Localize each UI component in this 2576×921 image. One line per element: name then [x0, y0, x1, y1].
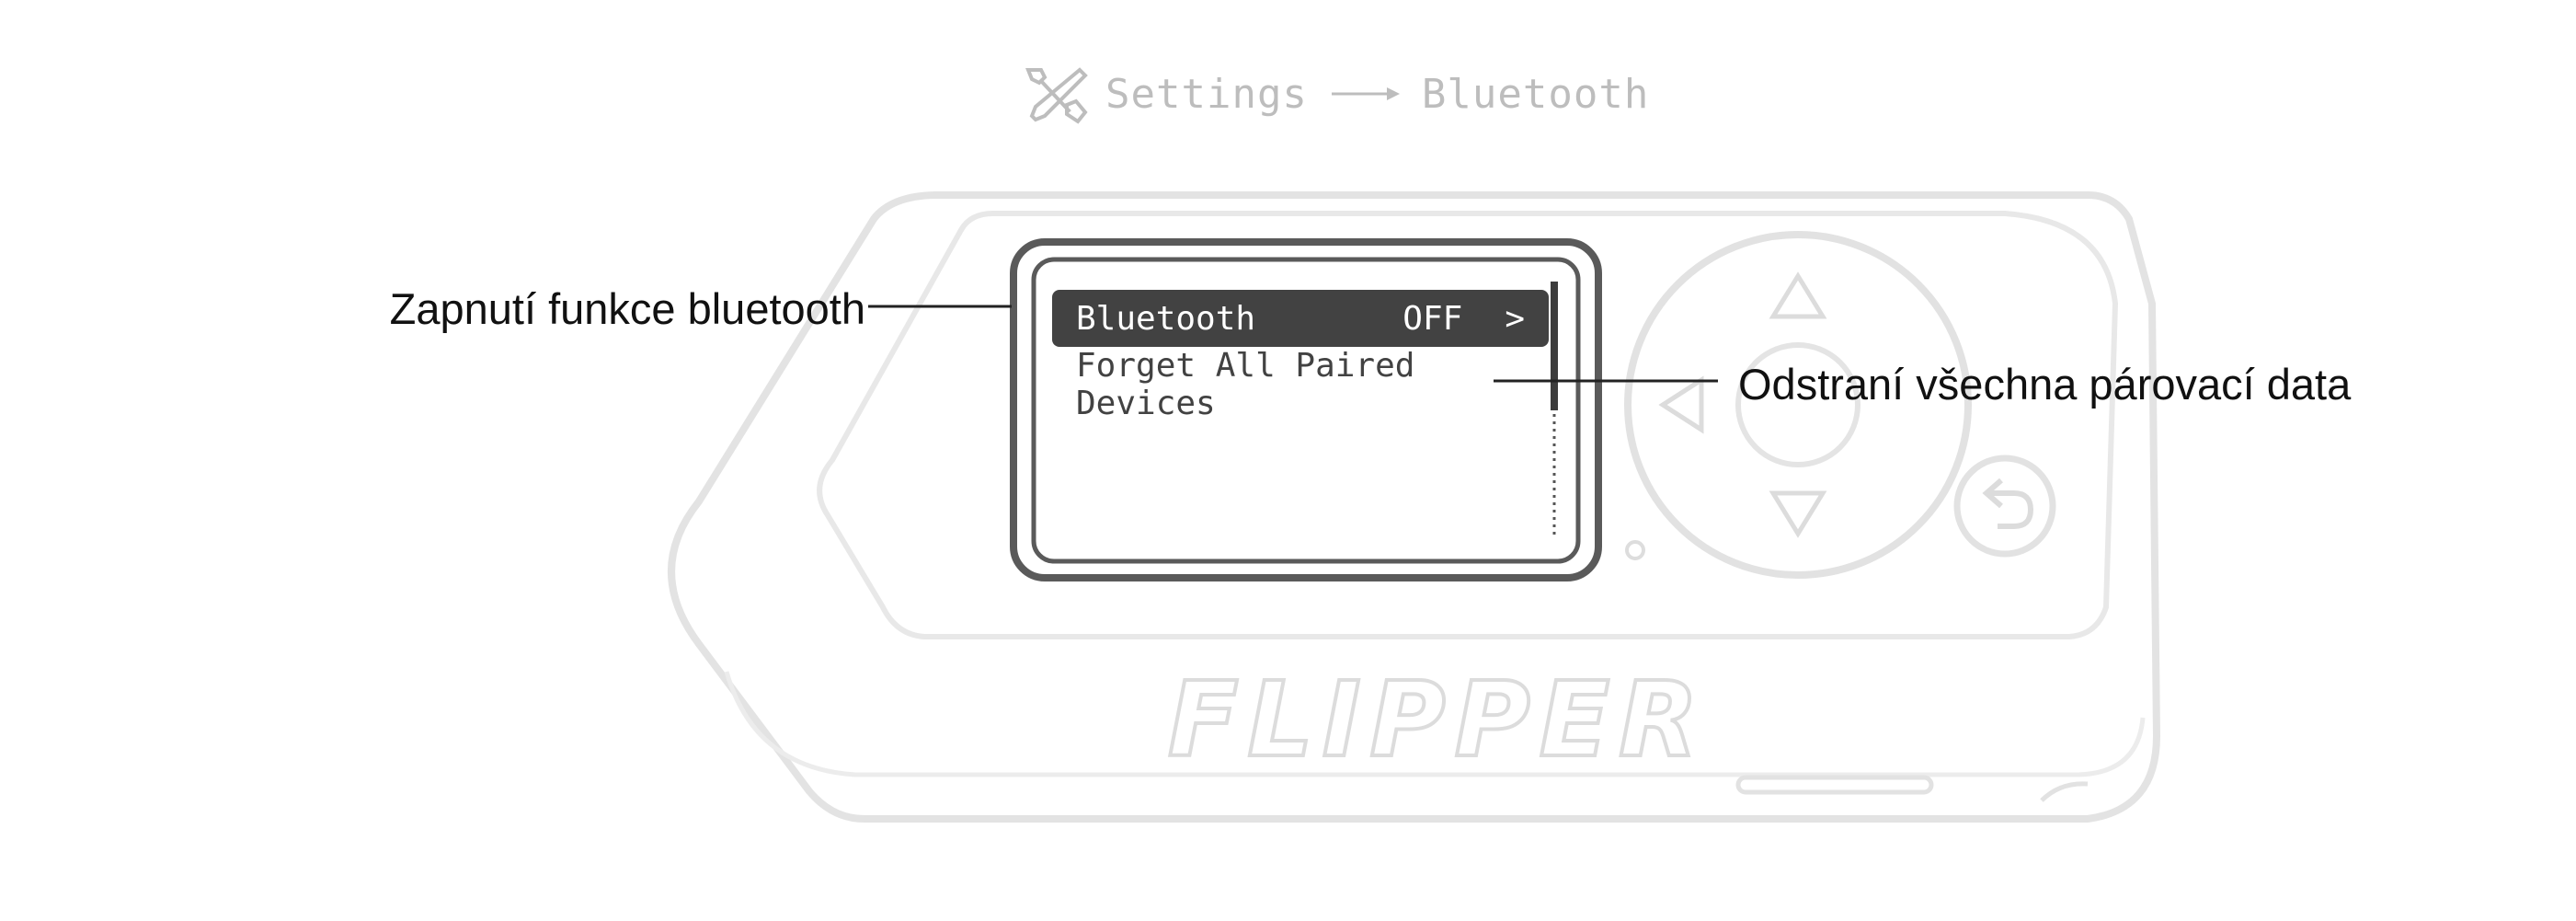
back-button [1953, 455, 2056, 558]
scrollbar-thumb [1551, 282, 1558, 410]
breadcrumb-root[interactable]: Settings [1105, 70, 1308, 118]
dpad-down-arrow [1769, 490, 1827, 538]
chevron-right-icon: > [1505, 299, 1525, 338]
bottom-corner-notch [2040, 781, 2089, 802]
device-body-outline [668, 191, 2161, 823]
led-indicator [1625, 540, 1645, 560]
callout-bluetooth-toggle: Zapnutí funkce bluetooth [389, 284, 865, 333]
menu-item-value-group: OFF > [1402, 300, 1525, 338]
dpad-center [1735, 342, 1860, 467]
menu-item-label: Bluetooth [1076, 299, 1256, 338]
arrow-right-icon [1331, 87, 1400, 100]
bottom-slot [1735, 775, 1934, 795]
menu-item-label: Forget All Paired Devices [1076, 347, 1415, 422]
back-arrow-icon [1982, 478, 2034, 529]
breadcrumb-current: Bluetooth [1421, 70, 1650, 118]
dpad-left-arrow [1658, 375, 1704, 434]
flipper-logo: FLIPPER [1166, 659, 1708, 782]
callout-forget-devices: Odstraní všechna párovací data [1738, 360, 2352, 409]
menu-item-value: OFF [1402, 299, 1463, 338]
menu-item-bluetooth[interactable]: Bluetooth OFF > [1052, 290, 1549, 347]
dpad-up-arrow [1769, 271, 1827, 319]
device-screen: Bluetooth OFF > Forget All Paired Device… [1052, 260, 1574, 560]
menu-item-forget-devices[interactable]: Forget All Paired Devices [1052, 347, 1549, 422]
dpad-ring [1624, 231, 1972, 579]
breadcrumb: Settings Bluetooth [1021, 61, 1649, 127]
settings-tools-icon [1025, 67, 1088, 124]
device-bottom-edge [724, 671, 2146, 777]
